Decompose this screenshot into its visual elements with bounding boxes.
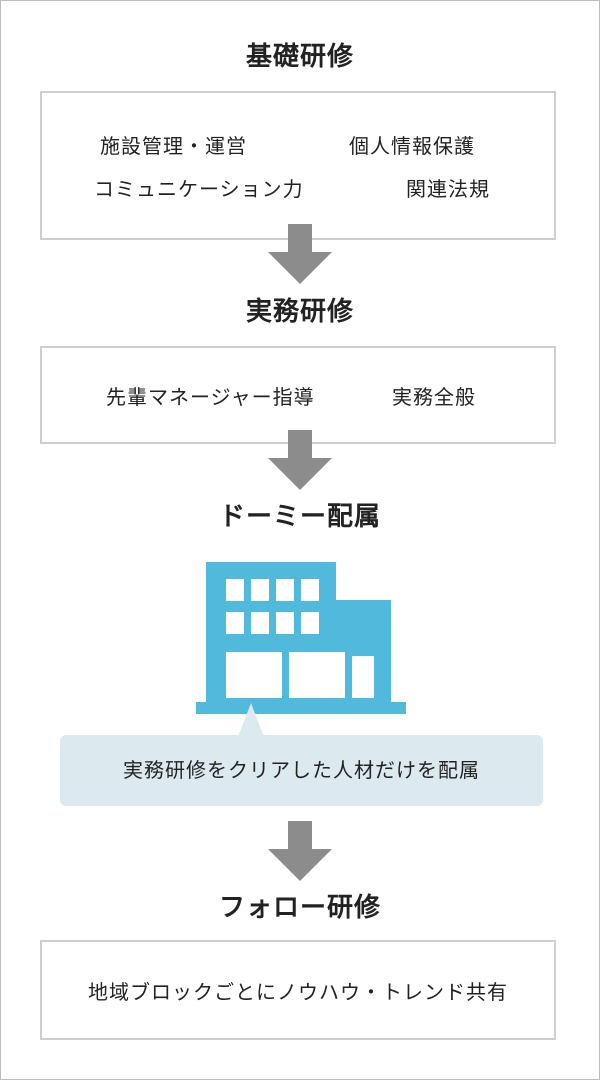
followup-item-knowhow-sharing: 地域ブロックごとにノウハウ・トレンド共有 xyxy=(88,980,508,1004)
practical-item-general-practice: 実務全般 xyxy=(392,385,476,409)
assignment-title: ドーミー配属 xyxy=(218,502,381,532)
building-icon xyxy=(196,562,406,714)
flow-arrow-3 xyxy=(268,821,332,881)
basic-item-related-laws: 関連法規 xyxy=(406,177,490,201)
followup-training-title: フォロー研修 xyxy=(218,893,381,923)
followup-training-box: 地域ブロックごとにノウハウ・トレンド共有 xyxy=(40,940,556,1040)
practical-training-title: 実務研修 xyxy=(245,297,354,327)
practical-item-senior-manager-guidance: 先輩マネージャー指導 xyxy=(106,385,315,409)
callout-tail xyxy=(238,703,264,737)
assignment-note: 実務研修をクリアした人材だけを配属 xyxy=(60,735,543,806)
flow-arrow-1 xyxy=(268,224,332,284)
basic-training-title: 基礎研修 xyxy=(245,42,354,72)
basic-item-privacy-protection: 個人情報保護 xyxy=(349,134,475,158)
basic-training-box: 施設管理・運営 個人情報保護 コミュニケーション力 関連法規 xyxy=(40,91,556,240)
basic-item-facility-management: 施設管理・運営 xyxy=(100,134,247,158)
basic-item-communication: コミュニケーション力 xyxy=(94,177,304,201)
flow-arrow-2 xyxy=(268,430,332,490)
